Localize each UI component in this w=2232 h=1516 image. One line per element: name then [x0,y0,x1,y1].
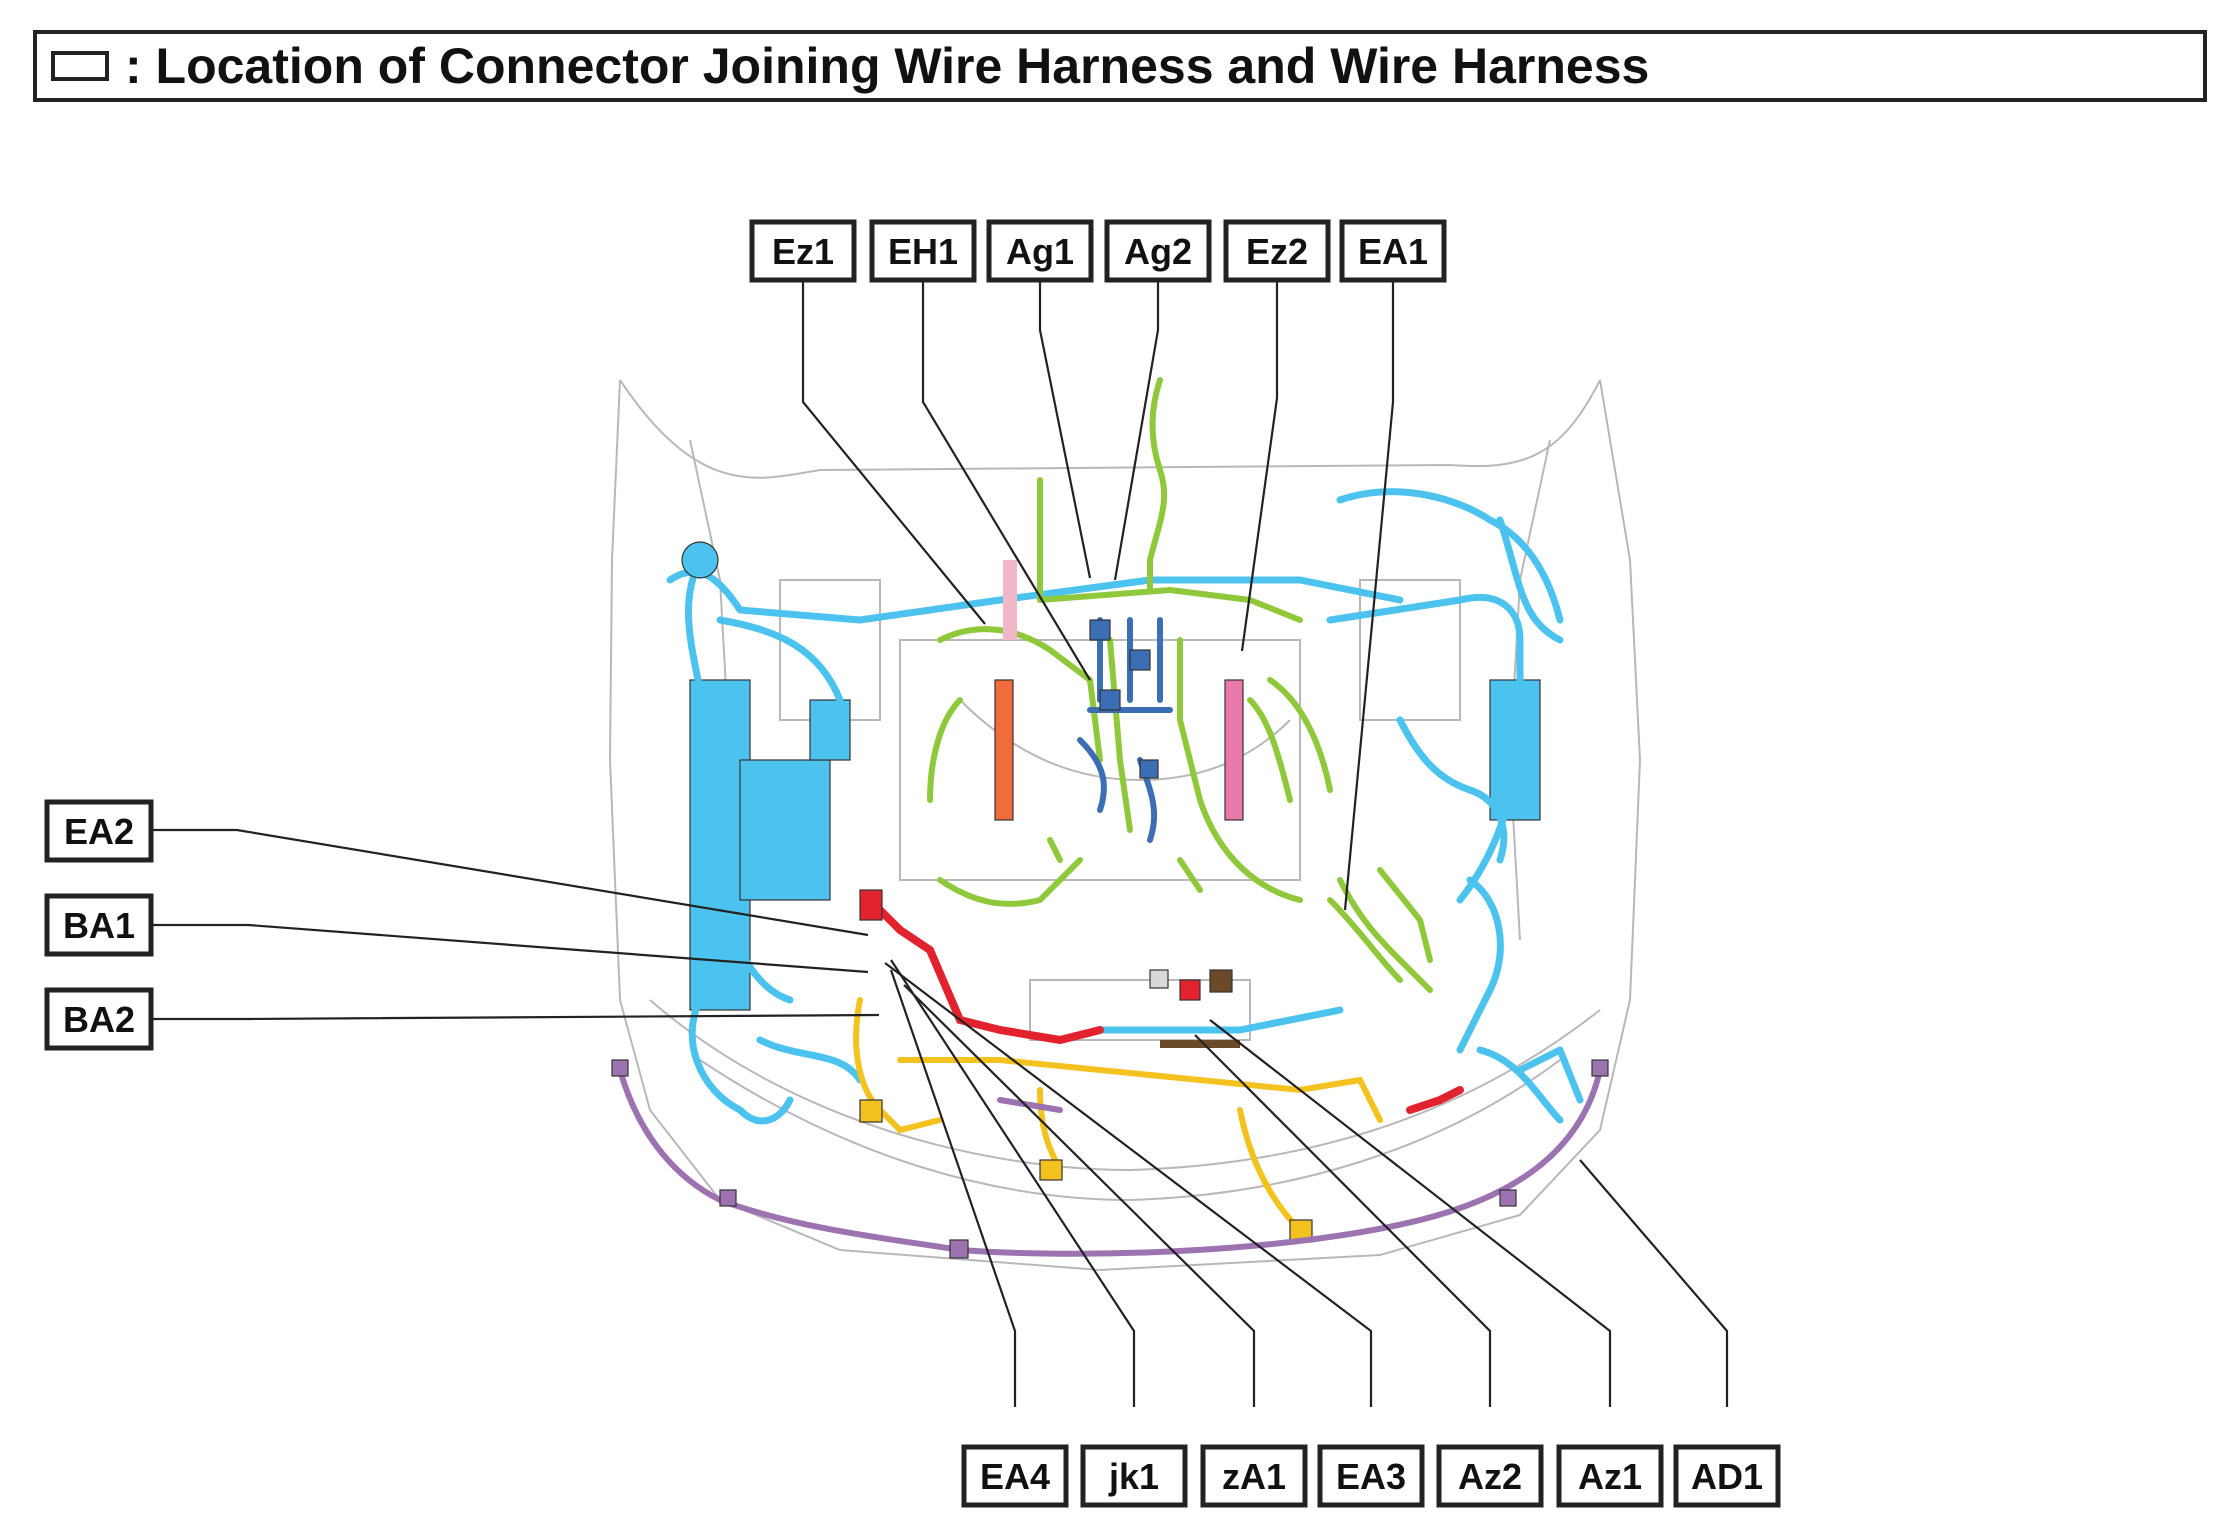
leader-AD1 [1579,1159,1729,1407]
connector-label-EA1: EA1 [1339,219,1447,283]
leader-Az2 [1194,1034,1492,1407]
leader-EA2 [151,828,869,937]
label-text-BA2: BA2 [63,999,135,1040]
leader-lines [151,279,1729,1407]
leader-EA4 [889,969,1017,1407]
label-text-EA4: EA4 [980,1456,1050,1497]
leader-EA1 [1343,279,1395,911]
wire-harness-artwork [611,377,1609,1259]
vehicle-outline [608,379,1642,1272]
label-text-Ag1: Ag1 [1006,231,1074,272]
label-text-AD1: AD1 [1691,1456,1763,1497]
label-text-zA1: zA1 [1222,1456,1286,1497]
label-text-Az2: Az2 [1458,1456,1522,1497]
connector-label-BA1: BA1 [44,893,154,957]
connector-label-EA3: EA3 [1317,1444,1425,1508]
label-text-EH1: EH1 [888,231,958,272]
leader-Ez1 [801,279,986,625]
page-title: : Location of Connector Joining Wire Har… [125,38,1650,94]
leader-jk1 [890,959,1136,1407]
label-text-EA1: EA1 [1358,231,1428,272]
legend-rectangle-icon [51,51,109,81]
leader-Ag2 [1113,279,1160,581]
label-text-Ez2: Ez2 [1246,231,1308,272]
label-text-EA2: EA2 [64,811,134,852]
label-text-Ez1: Ez1 [772,231,834,272]
connector-label-EA4: EA4 [961,1444,1069,1508]
connector-label-EH1: EH1 [869,219,977,283]
label-text-Az1: Az1 [1578,1456,1642,1497]
connector-label-AD1: AD1 [1673,1444,1781,1508]
connector-label-Ag1: Ag1 [986,219,1094,283]
leader-Az1 [1209,1019,1612,1407]
connector-label-EA2: EA2 [44,799,154,863]
leader-BA1 [151,923,869,974]
label-text-EA3: EA3 [1336,1456,1406,1497]
label-text-jk1: jk1 [1108,1456,1159,1497]
leader-EA3 [884,962,1373,1407]
label-text-BA1: BA1 [63,905,135,946]
leader-EH1 [921,279,1091,681]
connector-label-zA1: zA1 [1200,1444,1308,1508]
leader-zA1 [903,984,1256,1407]
title-box: : Location of Connector Joining Wire Har… [33,30,2207,102]
label-text-Ag2: Ag2 [1124,231,1192,272]
connector-label-Ez1: Ez1 [749,219,857,283]
connector-label-Ez2: Ez2 [1223,219,1331,283]
connector-label-jk1: jk1 [1080,1444,1188,1508]
leader-BA2 [151,1013,880,1021]
leader-Ez2 [1240,279,1279,652]
connector-label-Ag2: Ag2 [1104,219,1212,283]
leader-Ag1 [1038,279,1092,579]
connector-label-Az2: Az2 [1436,1444,1544,1508]
connector-label-Az1: Az1 [1556,1444,1664,1508]
connector-label-BA2: BA2 [44,987,154,1051]
